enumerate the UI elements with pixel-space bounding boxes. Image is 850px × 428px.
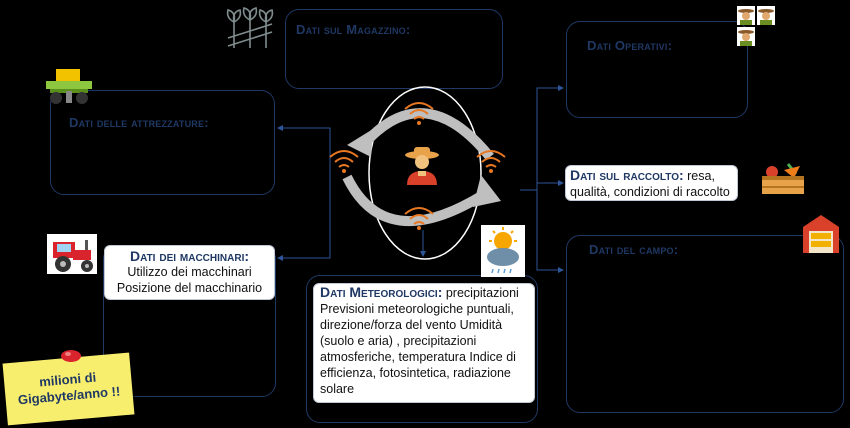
wifi-icon <box>404 102 434 125</box>
wifi-icon <box>404 207 434 230</box>
card-macchinari-line2: Posizione del macchinario <box>116 281 263 295</box>
card-macchinari: Dati dei macchinari: Utilizzo dei macchi… <box>104 245 275 300</box>
panel-magazzino-title: Dati sul Magazzino: <box>296 22 411 37</box>
panel-campo: Dati del campo: <box>566 235 844 413</box>
panel-operativi-title: Dati Operativi: <box>587 38 673 53</box>
card-meteo: Dati Meteorologici: precipitazioni Previ… <box>313 283 535 403</box>
seeder-icon <box>46 69 92 104</box>
panel-attrezzature: Dati delle attrezzature: <box>50 90 275 195</box>
card-raccolto-line1: Dati sul raccolto: resa, <box>570 167 733 184</box>
barn-icon <box>803 215 839 253</box>
card-raccolto-text1: resa, <box>683 169 715 183</box>
crops-icon <box>226 7 274 48</box>
wifi-icon <box>476 150 506 173</box>
weather-icon <box>481 225 525 277</box>
panel-operativi: Dati Operativi: <box>566 21 748 118</box>
card-meteo-first-line: Dati Meteorologici: precipitazioni <box>320 284 528 301</box>
card-macchinari-heading: Dati dei macchinari: <box>129 248 250 264</box>
card-raccolto-text2: qualità, condizioni di raccolto <box>570 185 730 199</box>
vegetable-crate-icon <box>762 163 804 194</box>
card-raccolto-heading: Dati sul raccolto: <box>570 167 684 183</box>
farmers-icon <box>737 6 775 46</box>
card-meteo-inline: precipitazioni <box>442 286 519 300</box>
card-raccolto: Dati sul raccolto: resa, qualità, condiz… <box>565 165 738 201</box>
card-meteo-body: Previsioni meteorologiche puntuali, dire… <box>320 302 516 396</box>
card-macchinari-line1: Utilizzo dei macchinari <box>127 265 252 279</box>
wifi-icon <box>329 150 359 173</box>
panel-campo-title: Dati del campo: <box>589 242 679 257</box>
farmer-icon <box>405 147 439 185</box>
panel-attrezzature-title: Dati delle attrezzature: <box>69 115 209 130</box>
card-meteo-heading: Dati Meteorologici: <box>320 284 443 300</box>
panel-magazzino: Dati sul Magazzino: <box>285 9 503 89</box>
tractor-icon <box>47 234 97 274</box>
pin-icon <box>61 350 81 362</box>
